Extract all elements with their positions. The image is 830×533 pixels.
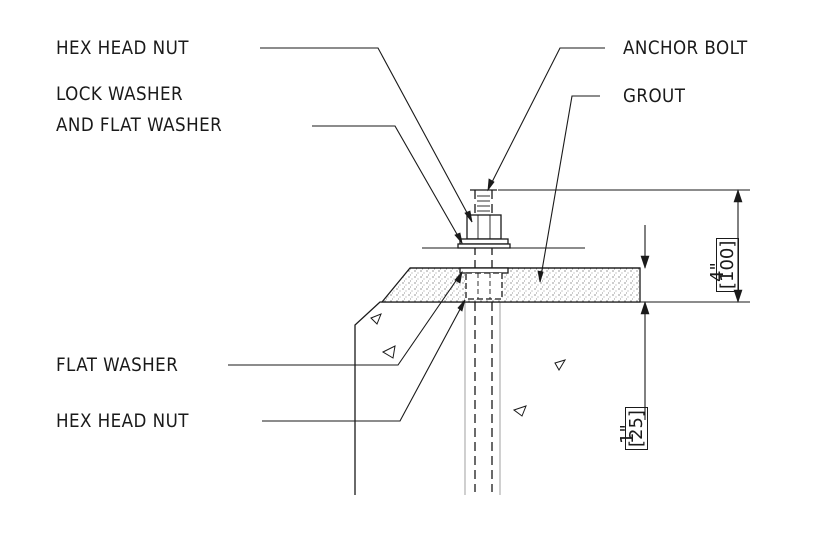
label-anchor-bolt: ANCHOR BOLT xyxy=(623,37,748,59)
grout-layer xyxy=(380,267,641,303)
leader-lines xyxy=(228,47,605,422)
dimension-lines xyxy=(498,189,750,420)
bottom-hex-nut xyxy=(465,272,503,300)
dimension-grout-metric: [25] xyxy=(625,407,648,450)
top-washers xyxy=(457,238,511,249)
concrete-pedestal xyxy=(354,301,640,495)
label-grout: GROUT xyxy=(623,85,686,107)
dimension-projection-metric: [100] xyxy=(716,237,739,292)
dimension-arrowheads xyxy=(640,189,743,315)
bottom-flat-washer xyxy=(459,267,509,274)
base-plate xyxy=(410,247,640,269)
label-lock-washer-line2: AND FLAT WASHER xyxy=(56,114,223,136)
label-flat-washer: FLAT WASHER xyxy=(56,354,179,376)
label-lock-washer-line1: LOCK WASHER xyxy=(56,83,184,105)
label-hex-head-nut-bottom: HEX HEAD NUT xyxy=(56,410,189,432)
label-hex-head-nut-top: HEX HEAD NUT xyxy=(56,37,189,59)
leader-arrowheads xyxy=(454,178,544,312)
dimension-grout-metric-box: [25] xyxy=(625,407,648,450)
top-hex-nut xyxy=(466,214,502,240)
dimension-projection-metric-box: [100] xyxy=(716,237,739,292)
